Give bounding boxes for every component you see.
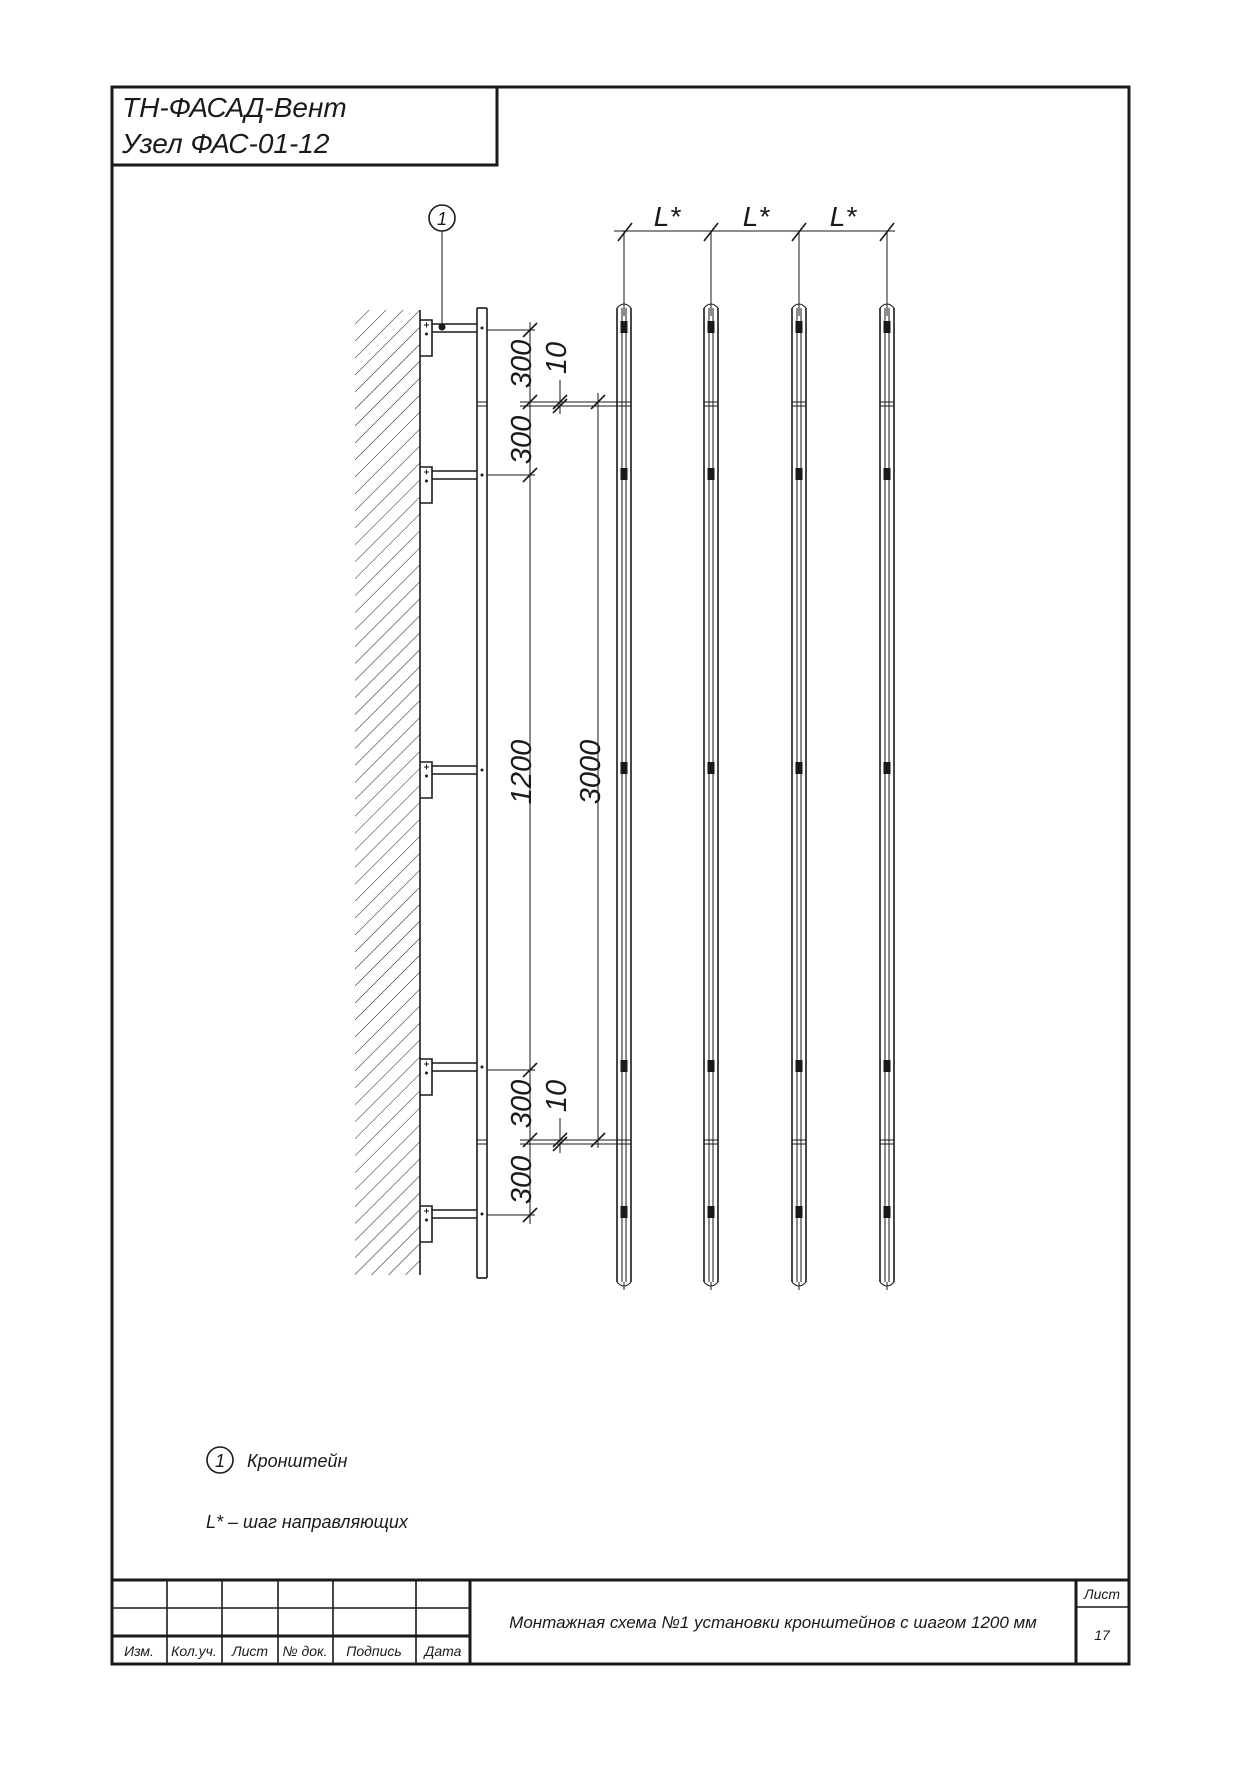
- dim-lower-bracket-offset: 300: [506, 1080, 538, 1128]
- header-title-line1: ТН-ФАСАД-Вент: [122, 92, 347, 123]
- rail-fastener: [883, 321, 891, 333]
- rail-fastener: [707, 1060, 715, 1072]
- tb-sheet-number: 17: [1094, 1627, 1111, 1643]
- side-guide-rail: [476, 307, 488, 1279]
- header-block: ТН-ФАСАД-Вент Узел ФАС-01-12: [112, 87, 499, 167]
- tb-col-signature: Подпись: [346, 1643, 402, 1659]
- wall-section: [355, 310, 421, 1275]
- legend-note: L* – шаг направляющих: [206, 1512, 409, 1532]
- pitch-dimension: L* L* L*: [614, 201, 895, 242]
- tb-col-list: Лист: [231, 1643, 268, 1659]
- legend-item-label: Кронштейн: [247, 1451, 347, 1471]
- bracket-4: [420, 1058, 484, 1096]
- rail-fastener: [795, 321, 803, 333]
- sheet-frame: [110, 85, 1131, 1666]
- rail-fastener: [795, 1206, 803, 1218]
- rail-fastener: [620, 468, 628, 480]
- dim-top-bracket-offset: 300: [506, 340, 538, 388]
- rail-fastener: [620, 762, 628, 774]
- callout-number: 1: [437, 209, 447, 229]
- guide-rail-4: [879, 231, 895, 1290]
- tb-col-doc-no: № док.: [282, 1643, 327, 1659]
- tb-drawing-title: Монтажная схема №1 установки кронштейнов…: [509, 1613, 1037, 1632]
- vertical-dimensions: 300 10 300 1200 3000 300 10 300: [487, 322, 620, 1224]
- rail-fastener: [795, 468, 803, 480]
- tb-sheet-label: Лист: [1083, 1586, 1120, 1602]
- guide-rail-1: [616, 231, 632, 1290]
- dim-bottom-joint-gap: 10: [541, 1080, 573, 1112]
- rail-fastener: [620, 1060, 628, 1072]
- legend: 1 Кронштейн L* – шаг направляющих: [206, 1446, 409, 1532]
- bracket-3: [420, 761, 484, 799]
- title-block: Изм. Кол.уч. Лист № док. Подпись Дата Мо…: [112, 1578, 1129, 1664]
- pitch-label-2: L*: [743, 201, 771, 232]
- rail-fastener: [620, 321, 628, 333]
- tb-col-date: Дата: [423, 1643, 462, 1659]
- pitch-label-1: L*: [654, 201, 682, 232]
- rail-fastener: [883, 1060, 891, 1072]
- dim-bracket-pitch: 1200: [506, 740, 538, 805]
- rail-fastener: [883, 1206, 891, 1218]
- bracket-1: [420, 319, 484, 357]
- rail-fastener: [795, 762, 803, 774]
- guide-rail-2: [703, 231, 719, 1290]
- callout-bracket-1: 1: [428, 204, 456, 331]
- bracket-5: [420, 1205, 484, 1243]
- rail-fastener: [883, 468, 891, 480]
- dim-top-joint-gap: 10: [541, 342, 573, 374]
- dim-guide-length: 3000: [575, 740, 607, 805]
- rail-fastener: [707, 321, 715, 333]
- rail-fastener: [707, 468, 715, 480]
- header-title-line2: Узел ФАС-01-12: [121, 128, 330, 159]
- rail-fastener: [707, 1206, 715, 1218]
- legend-item-number: 1: [215, 1451, 225, 1471]
- brackets-group: [420, 319, 484, 1243]
- tb-col-kol-uch: Кол.уч.: [171, 1643, 217, 1659]
- rail-fastener: [795, 1060, 803, 1072]
- front-guide-rails: [616, 231, 895, 1290]
- pitch-label-3: L*: [830, 201, 858, 232]
- guide-rail-3: [791, 231, 807, 1290]
- bracket-2: [420, 466, 484, 504]
- tb-col-izm: Изм.: [124, 1643, 154, 1659]
- dim-bottom-bracket-offset: 300: [506, 1156, 538, 1204]
- rail-fastener: [620, 1206, 628, 1218]
- rail-fastener: [883, 762, 891, 774]
- rail-fastener: [707, 762, 715, 774]
- dim-below-joint-offset: 300: [506, 416, 538, 464]
